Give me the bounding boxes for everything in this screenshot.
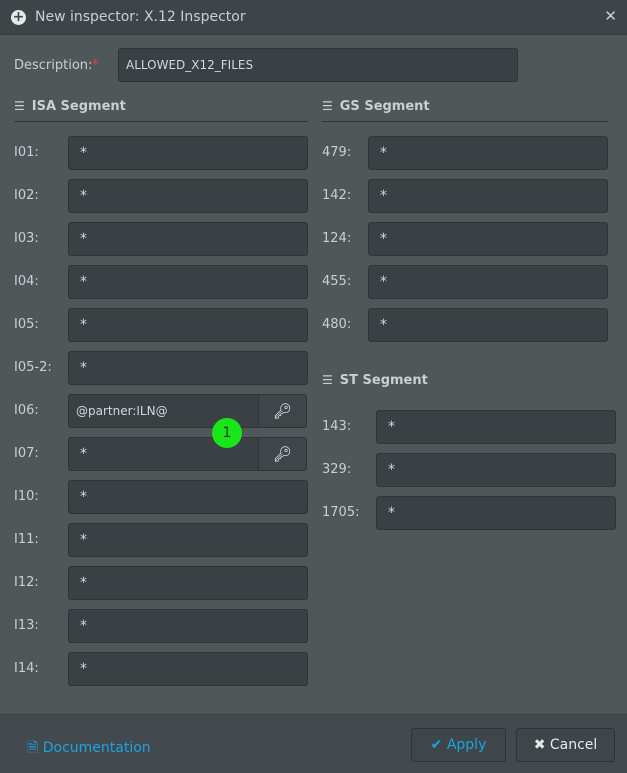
annotation-badge: 1 xyxy=(212,418,242,448)
st-field-label: 143: xyxy=(322,419,352,434)
isa-field-label: I14: xyxy=(14,661,39,676)
list-icon: ☰ xyxy=(322,373,333,387)
description-label-text: Description: xyxy=(14,58,93,73)
isa-field-label: I12: xyxy=(14,575,39,590)
st-field-input[interactable]: * xyxy=(376,496,616,530)
isa-segment-heading: ☰ ISA Segment xyxy=(14,99,308,122)
required-marker: * xyxy=(92,58,99,73)
isa-field-label: I10: xyxy=(14,489,39,504)
gs-segment-heading: ☰ GS Segment xyxy=(322,99,608,122)
gs-field-input[interactable]: * xyxy=(368,136,608,170)
isa-field-label: I03: xyxy=(14,231,39,246)
isa-field-input[interactable]: * xyxy=(68,609,308,643)
gs-field-label: 124: xyxy=(322,231,352,246)
document-icon: 🗎 xyxy=(27,740,43,756)
isa-field-input[interactable]: * xyxy=(68,308,308,342)
gs-field-label: 142: xyxy=(322,188,352,203)
close-icon[interactable]: ✕ xyxy=(604,7,617,25)
gs-field-input[interactable]: * xyxy=(368,308,608,342)
i06-key-button[interactable]: 🔑︎ xyxy=(258,394,307,428)
st-field-label: 329: xyxy=(322,462,352,477)
apply-button[interactable]: ✔ Apply xyxy=(411,728,506,762)
isa-field-input[interactable]: * xyxy=(68,265,308,299)
isa-field-label: I05: xyxy=(14,317,39,332)
description-input[interactable]: ALLOWED_X12_FILES xyxy=(118,48,518,82)
isa-field-input[interactable]: * xyxy=(68,136,308,170)
cancel-label: Cancel xyxy=(549,737,598,753)
isa-field-label: I07: xyxy=(14,446,39,461)
gs-field-input[interactable]: * xyxy=(368,179,608,213)
list-icon: ☰ xyxy=(322,99,333,113)
isa-field-input[interactable]: * xyxy=(68,179,308,213)
st-field-label: 1705: xyxy=(322,505,360,520)
isa-field-input[interactable]: * xyxy=(68,523,308,557)
isa-heading-text: ISA Segment xyxy=(31,99,126,114)
gs-heading-text: GS Segment xyxy=(339,99,430,114)
isa-field-label: I11: xyxy=(14,532,39,547)
cancel-button[interactable]: ✖ Cancel xyxy=(516,728,615,762)
st-field-input[interactable]: * xyxy=(376,453,616,487)
isa-field-label: I13: xyxy=(14,618,39,633)
gs-field-input[interactable]: * xyxy=(368,222,608,256)
key-icon: 🔑︎ xyxy=(272,402,293,420)
plus-circle-icon: + xyxy=(11,9,26,25)
gs-field-input[interactable]: * xyxy=(368,265,608,299)
gs-field-label: 480: xyxy=(322,317,352,332)
list-icon: ☰ xyxy=(14,99,25,113)
isa-field-input[interactable]: * xyxy=(68,652,308,686)
st-heading-text: ST Segment xyxy=(339,373,428,388)
apply-label: Apply xyxy=(446,737,487,753)
x-icon: ✖ xyxy=(533,737,550,753)
documentation-text: Documentation xyxy=(42,740,151,756)
gs-field-label: 479: xyxy=(322,145,352,160)
isa-field-label: I04: xyxy=(14,274,39,289)
isa-field-input[interactable]: * xyxy=(68,566,308,600)
isa-field-label: I06: xyxy=(14,403,39,418)
footer: 🗎 Documentation ✔ Apply ✖ Cancel xyxy=(0,714,627,773)
isa-field-input[interactable]: * xyxy=(68,222,308,256)
gs-field-label: 455: xyxy=(322,274,352,289)
isa-field-label: I05-2: xyxy=(14,360,52,375)
st-field-input[interactable]: * xyxy=(376,410,616,444)
check-icon: ✔ xyxy=(430,737,447,753)
isa-field-label: I02: xyxy=(14,188,39,203)
window-title: New inspector: X.12 Inspector xyxy=(35,9,246,25)
isa-field-label: I01: xyxy=(14,145,39,160)
description-label: Description:* xyxy=(14,58,99,73)
title-bar: + New inspector: X.12 Inspector ✕ xyxy=(0,0,627,35)
isa-field-input[interactable]: * xyxy=(68,480,308,514)
key-icon: 🔑︎ xyxy=(272,445,293,463)
i07-key-button[interactable]: 🔑︎ xyxy=(258,437,307,471)
documentation-link[interactable]: 🗎 Documentation xyxy=(27,737,151,761)
isa-field-input[interactable]: * xyxy=(68,351,308,385)
